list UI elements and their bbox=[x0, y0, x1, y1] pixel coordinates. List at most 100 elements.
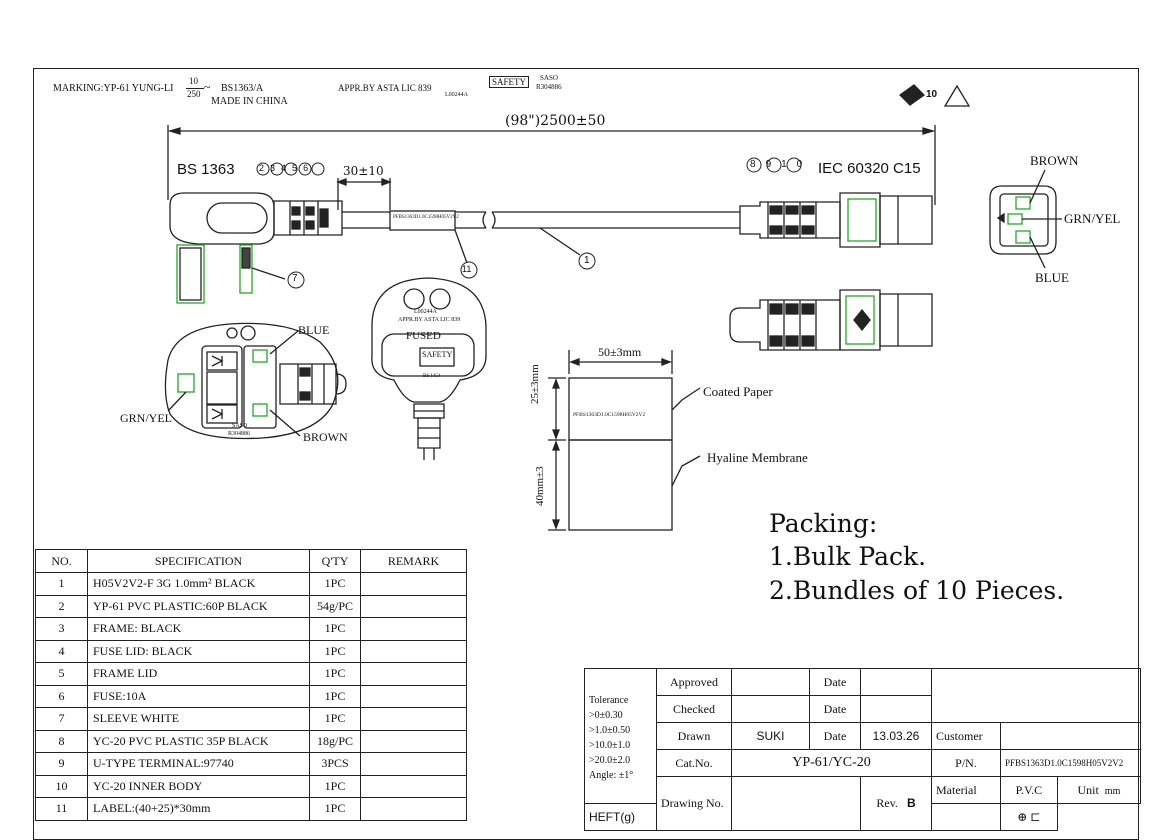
iec-connector-side-view bbox=[739, 192, 933, 248]
row-remark bbox=[360, 752, 467, 776]
row-spec: FRAME LID bbox=[87, 662, 310, 686]
heft-value bbox=[931, 803, 1001, 831]
material-label: Material bbox=[931, 776, 1001, 804]
row-qty: 1PC bbox=[309, 572, 361, 596]
header-no: NO. bbox=[35, 549, 88, 573]
row-remark bbox=[360, 594, 467, 618]
internal-saso: SASO bbox=[232, 423, 248, 429]
header-qty: Q'TY bbox=[309, 549, 361, 573]
front-fused: FUSED bbox=[406, 330, 441, 342]
drawn-label: Drawn bbox=[656, 722, 732, 750]
row-remark bbox=[360, 729, 467, 753]
tolerance-3: >10.0±1.0 bbox=[589, 740, 631, 751]
checked-date-value bbox=[860, 695, 932, 723]
connector-standard-title: IEC 60320 C15 bbox=[818, 160, 921, 177]
label-height-coated: 25±3mm bbox=[529, 364, 541, 404]
checked-value bbox=[731, 695, 810, 723]
row-spec: U-TYPE TERMINAL:97740 bbox=[87, 752, 310, 776]
row-spec: H05V2V2-F 3G 1.0mm² BLACK bbox=[87, 572, 310, 596]
row-remark bbox=[360, 662, 467, 686]
row-no: 8 bbox=[35, 729, 88, 753]
approved-value bbox=[731, 668, 810, 696]
row-spec: FRAME: BLACK bbox=[87, 617, 310, 641]
marking-lic-code: L00244A bbox=[445, 92, 468, 98]
overall-length-dimension: (98")2500±50 bbox=[505, 113, 606, 129]
drawn-by-value: SUKI bbox=[731, 722, 810, 750]
row-remark bbox=[360, 684, 467, 708]
row-qty: 1PC bbox=[309, 684, 361, 708]
row-no: 5 bbox=[35, 662, 88, 686]
pn-label: P/N. bbox=[931, 749, 1001, 777]
label-height-membrane: 40mm±3 bbox=[534, 466, 546, 506]
row-no: 4 bbox=[35, 639, 88, 663]
safety-mark: SAFETY bbox=[489, 76, 530, 88]
rev-value: B bbox=[906, 796, 916, 810]
row-qty: 1PC bbox=[309, 797, 361, 821]
front-bs: BS 1454 bbox=[423, 374, 441, 379]
customer-value bbox=[1000, 722, 1141, 750]
marking-standard: BS1363/A bbox=[221, 83, 264, 94]
plug-front-view bbox=[371, 277, 487, 460]
connector-callouts: 8910 bbox=[750, 159, 813, 170]
unit-label: Unit bbox=[1077, 782, 1099, 797]
saso-number: R304886 bbox=[536, 83, 562, 91]
row-qty: 1PC bbox=[309, 662, 361, 686]
internal-grn-yel: GRN/YEL bbox=[120, 411, 172, 425]
row-no: 10 bbox=[35, 774, 88, 798]
rev-label: Rev. bbox=[876, 796, 898, 810]
drawn-date-value: 13.03.26 bbox=[860, 722, 932, 750]
row-no: 2 bbox=[35, 594, 88, 618]
callout-1: 1 bbox=[584, 255, 590, 266]
unit-label-wrap: Unit mm bbox=[1056, 776, 1142, 804]
iec-connector-top-view bbox=[729, 289, 933, 351]
tolerance-5: Angle: ±1° bbox=[589, 770, 634, 781]
drawing-no-value bbox=[731, 776, 861, 831]
row-remark bbox=[360, 572, 467, 596]
rating-fraction-bar bbox=[186, 88, 204, 89]
packing-line-1: 1.Bulk Pack. bbox=[769, 542, 927, 571]
header-specification: SPECIFICATION bbox=[87, 549, 310, 573]
internal-blue: BLUE bbox=[298, 323, 330, 337]
row-qty: 18g/PC bbox=[309, 729, 361, 753]
header-remark: REMARK bbox=[360, 549, 467, 573]
row-qty: 54g/PC bbox=[309, 594, 361, 618]
row-remark bbox=[360, 639, 467, 663]
end-view-grn-yel: GRN/YEL bbox=[1064, 211, 1121, 226]
internal-saso-no: R304886 bbox=[228, 431, 251, 437]
tolerance-cell: Tolerance >0±0.30 >1.0±0.50 >10.0±1.0 >2… bbox=[584, 668, 657, 804]
packing-line-2: 2.Bundles of 10 Pieces. bbox=[769, 576, 1065, 605]
row-qty: 1PC bbox=[309, 639, 361, 663]
rev-label-wrap: Rev. B bbox=[860, 776, 932, 831]
marking-prefix: MARKING:YP-61 YUNG-LI bbox=[53, 83, 174, 94]
tolerance-title: Tolerance bbox=[589, 695, 629, 706]
plug-internal-view bbox=[164, 322, 347, 440]
rating-top: 10 bbox=[189, 76, 198, 86]
label-diagram bbox=[548, 350, 701, 531]
tolerance-2: >1.0±0.50 bbox=[589, 725, 631, 736]
row-no: 6 bbox=[35, 684, 88, 708]
row-remark bbox=[360, 617, 467, 641]
row-qty: 1PC bbox=[309, 617, 361, 641]
front-lic: L00244A bbox=[414, 309, 437, 315]
tolerance-1: >0±0.30 bbox=[589, 710, 623, 721]
callout-11: 11 bbox=[462, 264, 472, 274]
row-remark bbox=[360, 797, 467, 821]
customer-label: Customer bbox=[931, 722, 1001, 750]
label-width-dimension: 50±3mm bbox=[598, 345, 642, 359]
callout-7: 7 bbox=[292, 273, 298, 284]
approved-label: Approved bbox=[656, 668, 732, 696]
heft-label: HEFT(g) bbox=[584, 803, 657, 831]
material-value: P.V.C bbox=[1000, 776, 1058, 804]
row-remark bbox=[360, 774, 467, 798]
front-approval: APPR.BY ASTA LIC 839 bbox=[398, 317, 461, 323]
row-no: 11 bbox=[35, 797, 88, 821]
vde-rating: 10 bbox=[926, 89, 938, 100]
saso-label: SASO bbox=[540, 74, 558, 82]
